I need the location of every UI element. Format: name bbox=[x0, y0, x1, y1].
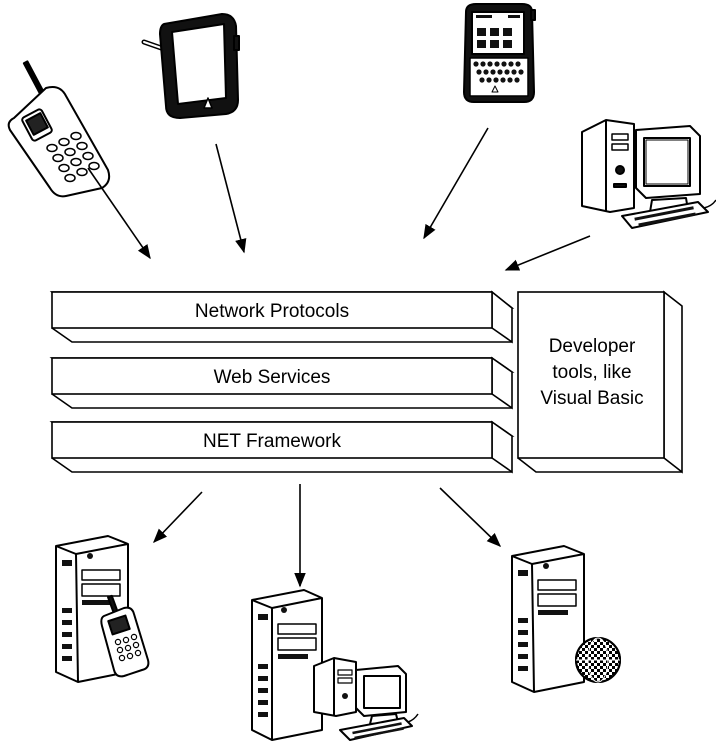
developer-tools-line-2: tools, like bbox=[552, 362, 631, 383]
desktop-computer-icon bbox=[581, 119, 716, 229]
server-with-desktop-icon bbox=[251, 589, 419, 741]
arrow-phone bbox=[87, 167, 151, 260]
handheld-keyboard-icon bbox=[463, 3, 536, 103]
arrow-server-right bbox=[439, 487, 502, 548]
client-arrows bbox=[87, 127, 591, 271]
developer-tools-box: Developer tools, like Visual Basic bbox=[517, 290, 683, 474]
arrow-desktop bbox=[504, 235, 591, 271]
developer-tools-line-3: Visual Basic bbox=[540, 388, 643, 409]
layer-label-network-protocols: Network Protocols bbox=[195, 301, 349, 322]
developer-tools-line-1: Developer bbox=[549, 336, 636, 357]
server-with-globe-icon bbox=[511, 545, 621, 693]
arrow-server-left bbox=[153, 491, 203, 544]
layer-network-protocols: Network Protocols bbox=[49, 290, 515, 344]
layer-web-services: Web Services bbox=[49, 356, 515, 410]
pda-stylus-icon bbox=[141, 13, 240, 119]
arrow-pda bbox=[215, 143, 247, 254]
layer-label-web-services: Web Services bbox=[214, 367, 331, 388]
server-arrows bbox=[153, 484, 502, 588]
layer-net-framework: NET Framework bbox=[49, 420, 515, 474]
server-with-phone-icon bbox=[55, 535, 150, 683]
cell-phone-icon bbox=[7, 60, 111, 198]
arrow-handheld bbox=[423, 127, 489, 240]
layer-label-net-framework: NET Framework bbox=[203, 431, 341, 452]
